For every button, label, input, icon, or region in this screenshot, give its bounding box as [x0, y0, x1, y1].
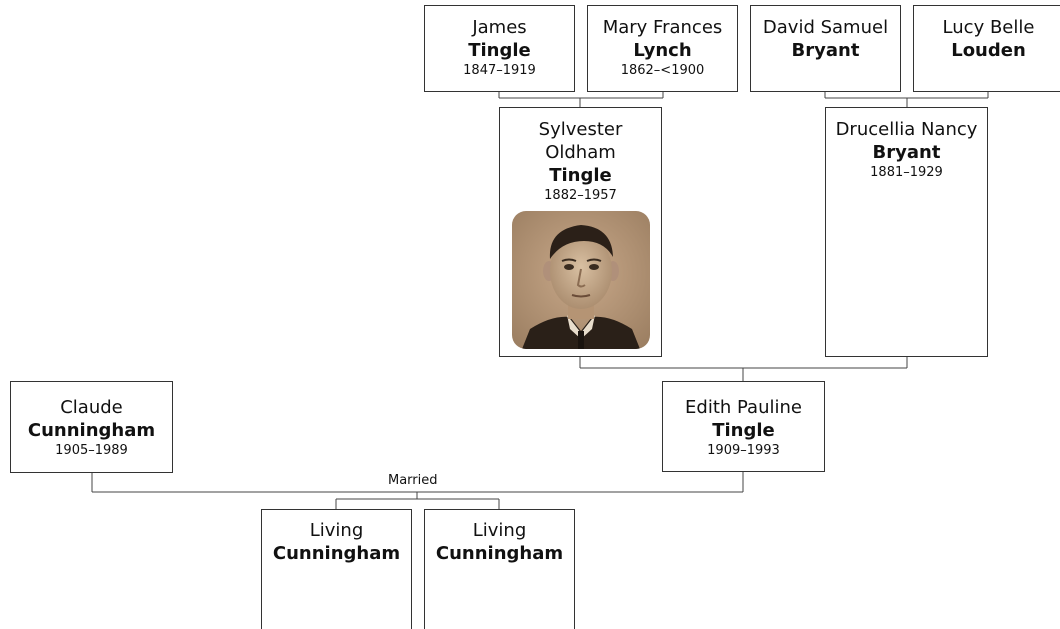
- person-card-david-samuel-bryant[interactable]: David Samuel Bryant: [750, 5, 901, 92]
- life-dates: 1881–1929: [870, 165, 943, 180]
- given-name: Living: [309, 520, 364, 541]
- person-card-drucellia-nancy-bryant[interactable]: Drucellia Nancy Bryant 1881–1929: [825, 107, 988, 357]
- marriage-label: Married: [386, 473, 440, 488]
- surname: Bryant: [791, 40, 860, 61]
- life-dates: 1882–1957: [544, 188, 617, 203]
- surname: Tingle: [712, 420, 775, 441]
- given-name: David Samuel: [762, 17, 889, 38]
- person-card-edith-pauline-tingle[interactable]: Edith Pauline Tingle 1909–1993: [662, 381, 825, 472]
- life-dates: 1847–1919: [463, 63, 536, 78]
- given-name: Edith Pauline: [685, 397, 802, 418]
- given-name: Lucy Belle: [942, 17, 1035, 38]
- given-name: James: [472, 17, 527, 38]
- portrait-photo[interactable]: [511, 211, 650, 349]
- surname: Cunningham: [27, 420, 156, 441]
- person-card-mary-frances-lynch[interactable]: Mary Frances Lynch 1862–<1900: [587, 5, 738, 92]
- person-card-sylvester-oldham-tingle[interactable]: Sylvester Oldham Tingle 1882–1957: [499, 107, 662, 357]
- surname: Louden: [951, 40, 1026, 61]
- given-name: Claude: [60, 397, 123, 418]
- given-name: Sylvester Oldham: [538, 119, 623, 163]
- person-card-living-cunningham-1[interactable]: Living Cunningham: [261, 509, 412, 629]
- surname: Lynch: [633, 40, 692, 61]
- surname: Tingle: [468, 40, 531, 61]
- life-dates: 1909–1993: [707, 443, 780, 458]
- person-card-james-tingle[interactable]: James Tingle 1847–1919: [424, 5, 575, 92]
- surname: Cunningham: [435, 543, 564, 564]
- surname: Bryant: [872, 142, 941, 163]
- given-name: Drucellia Nancy: [835, 119, 978, 140]
- person-card-living-cunningham-2[interactable]: Living Cunningham: [424, 509, 575, 629]
- given-name: Living: [472, 520, 527, 541]
- person-card-claude-cunningham[interactable]: Claude Cunningham 1905–1989: [10, 381, 173, 473]
- given-name: Mary Frances: [602, 17, 723, 38]
- person-card-lucy-belle-louden[interactable]: Lucy Belle Louden: [913, 5, 1060, 92]
- surname: Cunningham: [272, 543, 401, 564]
- life-dates: 1905–1989: [55, 443, 128, 458]
- life-dates: 1862–<1900: [620, 63, 705, 78]
- portrait-image: [511, 211, 650, 349]
- surname: Tingle: [549, 165, 612, 186]
